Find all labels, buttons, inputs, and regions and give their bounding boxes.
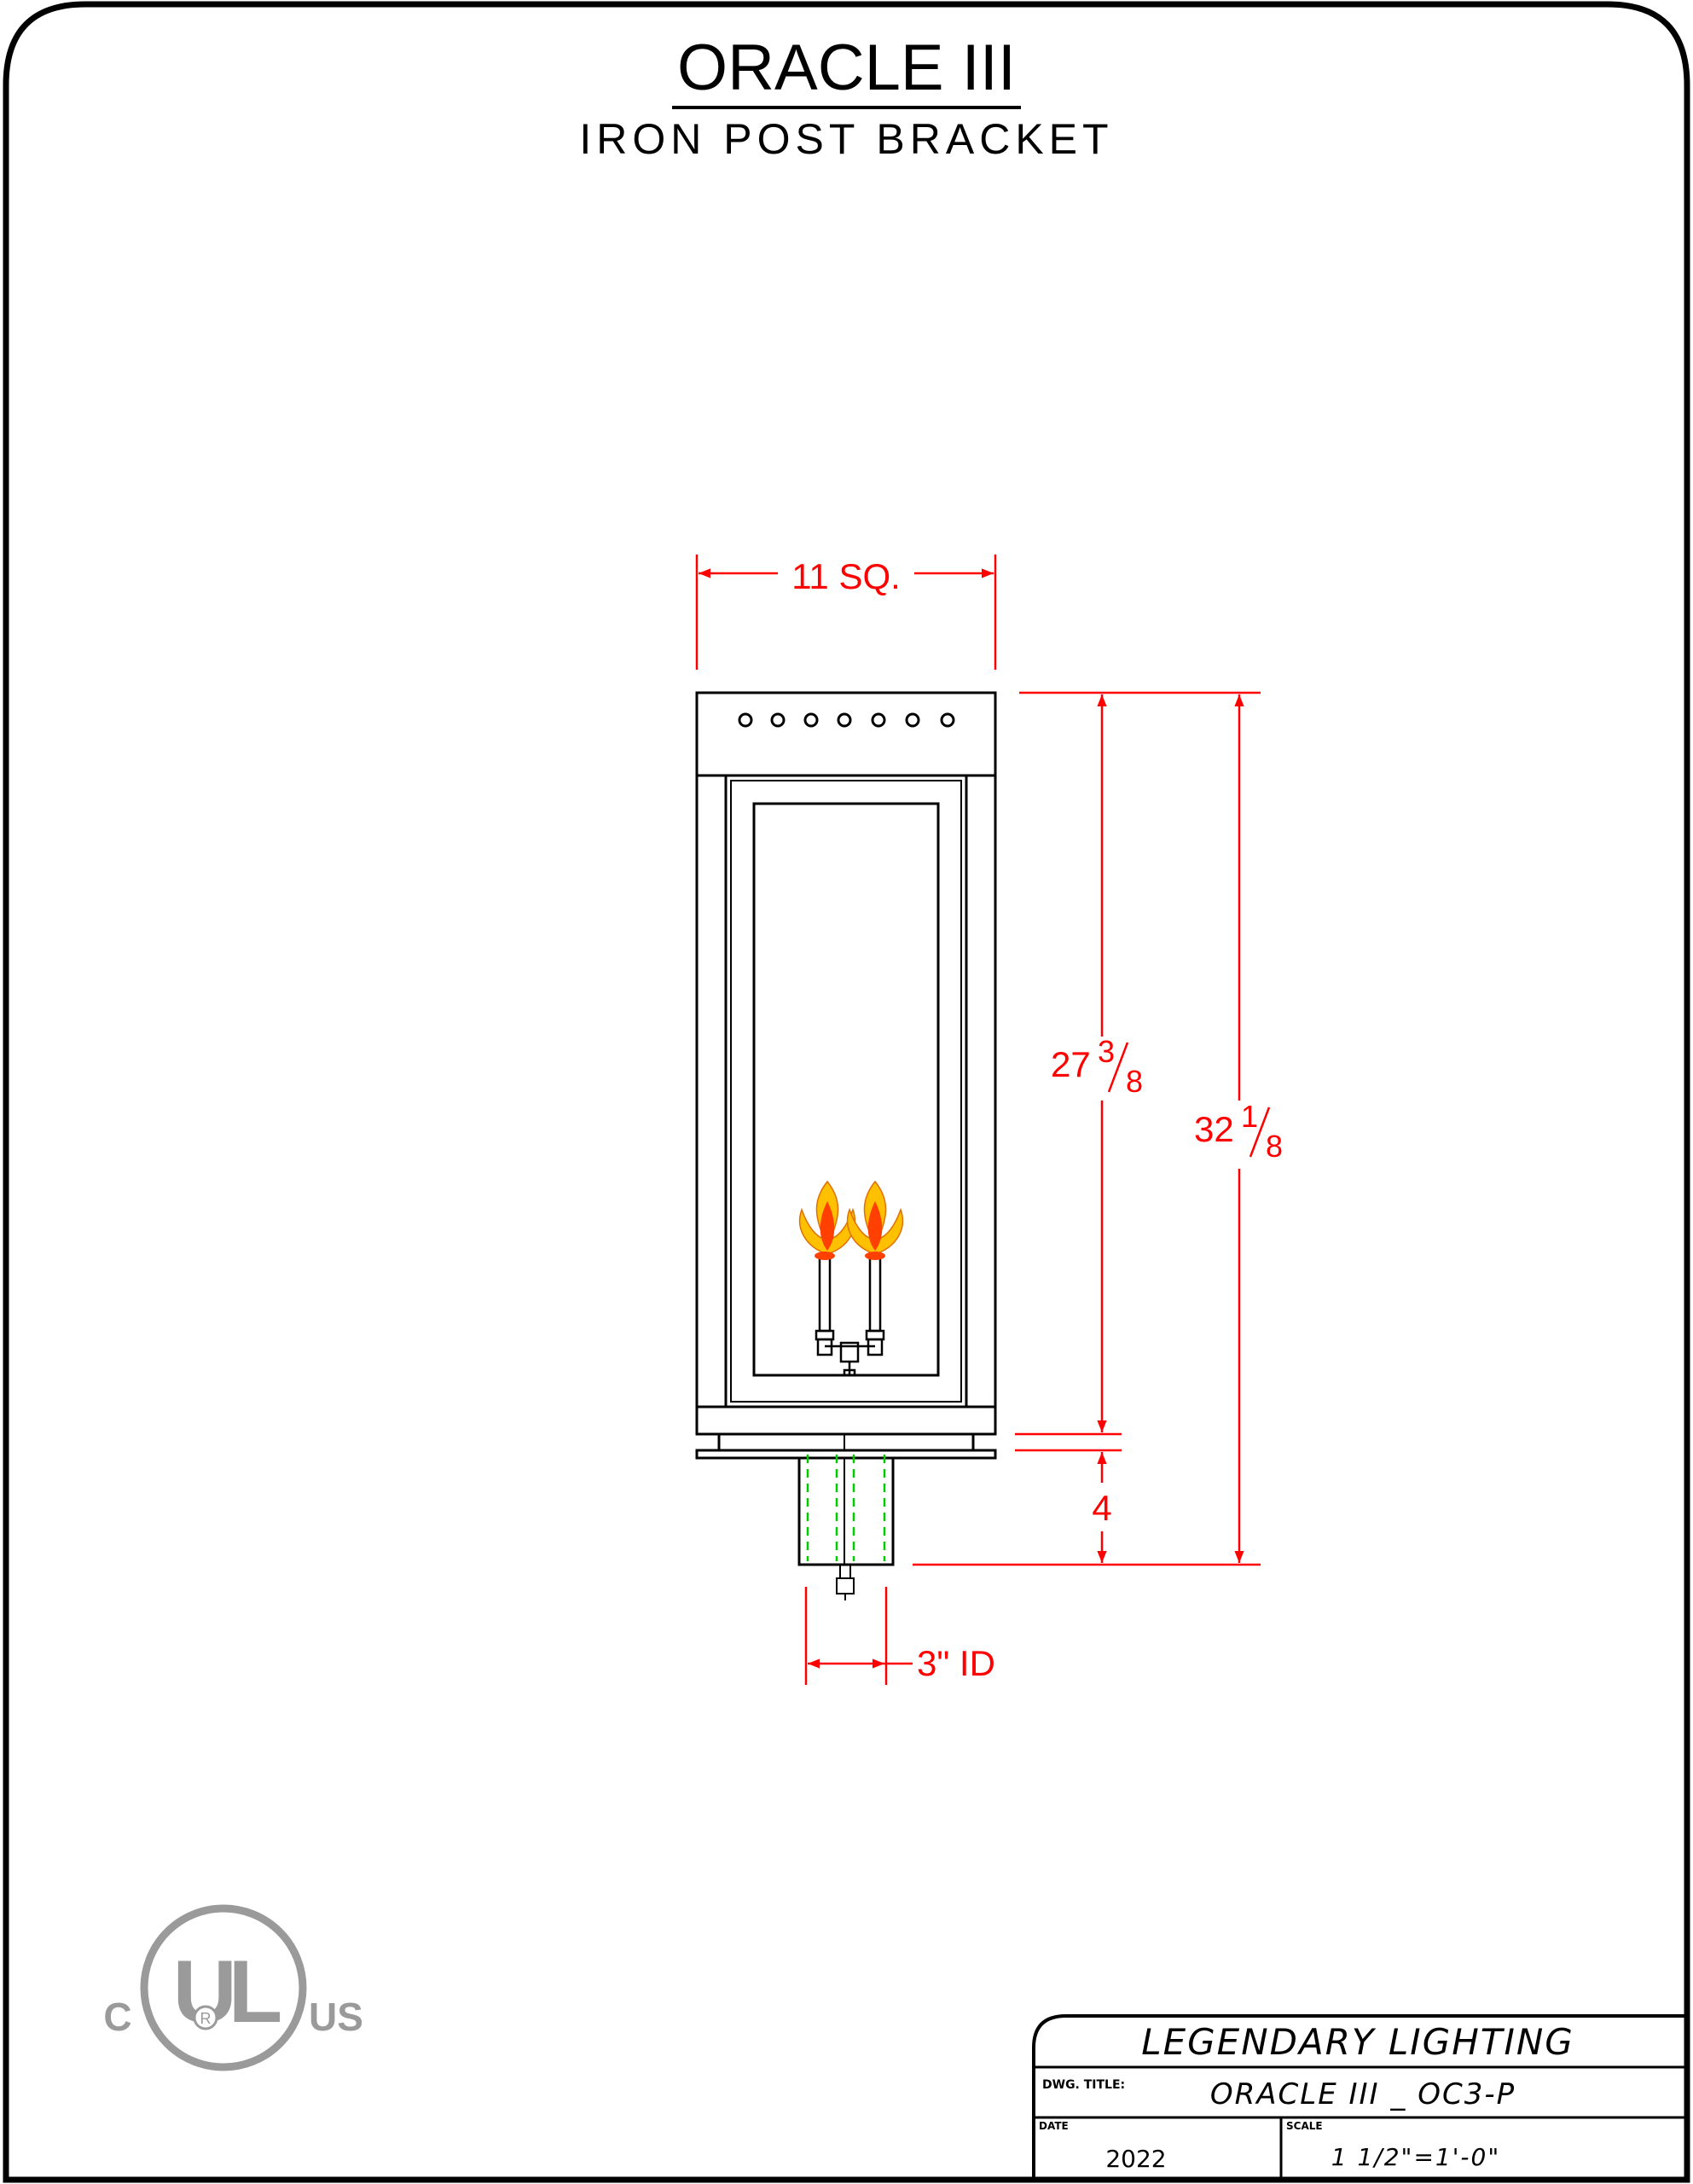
burner-assembly bbox=[815, 1257, 885, 1377]
ul-mark-letters: UL bbox=[173, 1943, 281, 2042]
glass-panel-outer bbox=[724, 774, 968, 1409]
post-id-label: 3" ID bbox=[917, 1643, 995, 1683]
width-dimension-label: 11 SQ. bbox=[791, 556, 901, 596]
hidden-post-lines bbox=[806, 1455, 886, 1561]
svg-text:8: 8 bbox=[1126, 1064, 1143, 1099]
glass-height-label: 27 3 8 bbox=[1051, 1034, 1143, 1099]
flame-icon bbox=[798, 1180, 856, 1260]
flame-icon bbox=[846, 1180, 904, 1260]
gas-valve bbox=[836, 1564, 855, 1600]
svg-text:27: 27 bbox=[1051, 1044, 1091, 1084]
svg-text:3: 3 bbox=[1098, 1034, 1115, 1069]
vent-holes bbox=[738, 712, 955, 728]
title-block: LEGENDARY LIGHTING DWG. TITLE: ORACLE II… bbox=[1032, 2014, 1687, 2180]
post-sleeve bbox=[797, 1456, 895, 1566]
base-height-label: 4 bbox=[1092, 1488, 1111, 1528]
registered-symbol: R bbox=[200, 2010, 212, 2027]
svg-text:1: 1 bbox=[1241, 1099, 1258, 1134]
svg-text:C: C bbox=[103, 1995, 131, 2039]
sheet-border bbox=[3, 1, 1690, 2183]
dimension-lines bbox=[695, 555, 1261, 1685]
dimension-labels: 11 SQ. 27 3 8 32 1 8 4 3" ID bbox=[791, 556, 1283, 1683]
company-name: LEGENDARY LIGHTING bbox=[1141, 2021, 1574, 2063]
dwg-title-value: ORACLE III _ OC3-P bbox=[1210, 2077, 1516, 2111]
total-height-label: 32 1 8 bbox=[1194, 1099, 1283, 1164]
date-label: DATE bbox=[1039, 2120, 1069, 2132]
glass-panel-inner bbox=[730, 780, 962, 1403]
page-subtitle: IRON POST BRACKET bbox=[579, 115, 1114, 163]
top-cap bbox=[695, 691, 997, 777]
inner-frame bbox=[752, 802, 940, 1377]
ul-certification-logo: C US UL R bbox=[103, 1904, 363, 2071]
svg-text:US: US bbox=[309, 1995, 363, 2039]
scale-label: SCALE bbox=[1286, 2120, 1323, 2132]
lantern-frame bbox=[695, 774, 997, 1436]
dwg-title-label: DWG. TITLE: bbox=[1042, 2078, 1125, 2092]
date-value: 2022 bbox=[1105, 2145, 1166, 2173]
svg-text:8: 8 bbox=[1266, 1129, 1283, 1164]
svg-text:32: 32 bbox=[1194, 1109, 1234, 1149]
page-title: ORACLE III bbox=[672, 34, 1021, 109]
page-title-wrap: ORACLE III bbox=[0, 34, 1693, 109]
lantern-body bbox=[695, 691, 997, 1600]
scale-value: 1 1/2"=1'-0" bbox=[1331, 2143, 1500, 2171]
